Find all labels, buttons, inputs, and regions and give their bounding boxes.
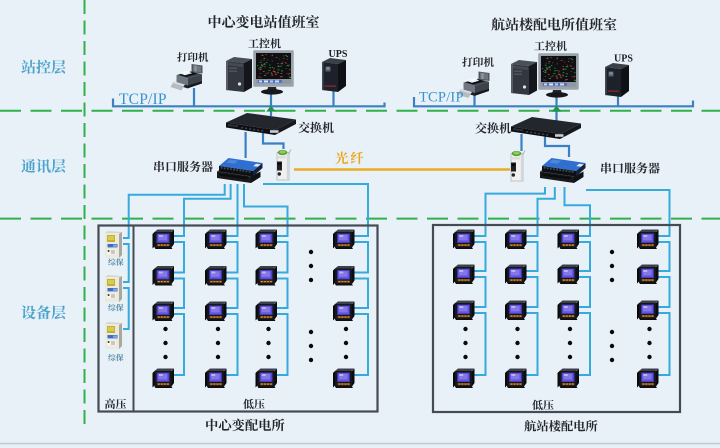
svg-text:UPS: UPS — [329, 49, 348, 60]
svg-text:UPS: UPS — [614, 54, 633, 65]
svg-text:TCP/IP: TCP/IP — [119, 91, 167, 108]
svg-text:TCP/IP: TCP/IP — [419, 90, 464, 106]
